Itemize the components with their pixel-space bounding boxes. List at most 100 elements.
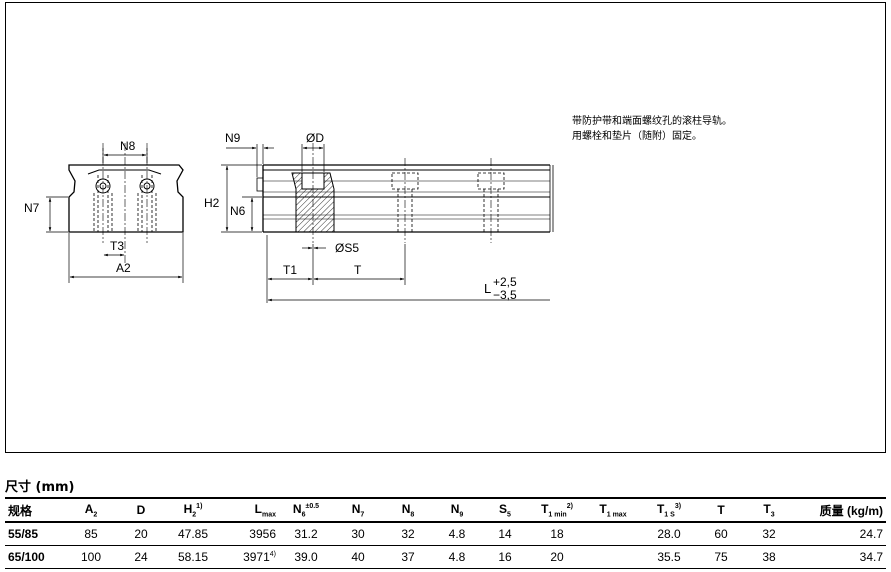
label-t3: T3 [110,239,124,253]
column-header: H21) [165,497,221,523]
table-cell [585,522,641,546]
label-t: T [354,263,362,277]
label-h2: H2 [204,196,220,210]
header-superscript: ±0.5 [305,502,320,510]
column-header-label: T [541,501,549,516]
column-header-label: S [499,501,508,516]
table-cell: 4.8 [433,522,481,546]
label-l-minus: −3,5 [493,288,517,302]
table-cell: 32 [745,522,793,546]
column-header-label: A [84,501,94,516]
table-cell: 39714) [221,545,279,569]
label-t1: T1 [283,263,297,277]
column-header: 规格 [5,497,65,523]
label-n6: N6 [230,204,246,218]
label-n8: N8 [120,139,136,153]
label-n7: N7 [24,201,40,215]
label-l: L [484,281,491,296]
table-cell: 100 [65,545,117,569]
table-cell: 18 [529,522,585,546]
label-l-plus: +2,5 [493,275,517,289]
header-superscript: 2) [566,502,573,510]
column-header-label: N [401,501,411,516]
table-cell [585,545,641,569]
label-n9: N9 [225,131,241,145]
column-header: N7 [333,497,383,523]
section-title: 尺寸 (mm) [5,480,75,495]
column-header: N9 [433,497,481,523]
header-subscript: 9 [459,511,464,519]
column-header-label: H [183,501,193,516]
column-header-label: N [292,501,302,516]
rail-description: 带防护带和端面螺纹孔的滚柱导轨。 用螺栓和垫片（随附）固定。 [572,114,732,144]
table-cell: 40 [333,545,383,569]
table-cell: 85 [65,522,117,546]
header-superscript: 3) [674,502,682,510]
table-cell: 35.5 [641,545,697,569]
description-line-1: 带防护带和端面螺纹孔的滚柱导轨。 [572,116,732,127]
column-header: T3 [745,497,793,523]
table-cell: 16 [481,545,529,569]
table-cell: 3956 [221,522,279,546]
table-cell: 58.15 [165,545,221,569]
column-header: N8 [383,497,433,523]
column-header-label: T [656,501,665,516]
column-header-label: T [599,501,607,516]
column-header-label: T [763,501,771,516]
header-subscript: 1 max [606,511,627,519]
column-header-label: N [450,501,460,516]
column-header-label: L [254,501,262,516]
table-cell: 20 [117,522,165,546]
table-cell: 32 [383,522,433,546]
header-subscript: 8 [410,511,415,519]
column-header: D [117,497,165,523]
column-header: S5 [481,497,529,523]
column-header-label: D [136,503,146,517]
table-cell: 60 [697,522,745,546]
table-cell: 75 [697,545,745,569]
table-cell: 31.2 [279,522,333,546]
description-line-2: 用螺栓和垫片（随附）固定。 [572,131,702,142]
column-header-label: T [717,503,725,517]
header-subscript: 3 [770,511,775,519]
header-subscript: 1 S [664,511,675,519]
column-header-label: N [351,501,361,516]
table-cell: 20 [529,545,585,569]
column-header-label: 规格 [8,503,33,518]
table-cell: 24.7 [793,522,886,546]
table-cell: 47.85 [165,522,221,546]
header-subscript: 2 [93,511,98,519]
cell-footnote: 4) [269,551,276,558]
header-subscript: max [261,511,276,519]
table-cell: 4.8 [433,545,481,569]
table-cell: 55/85 [5,522,65,546]
column-header: N6±0.5 [279,497,333,523]
table-cell: 24 [117,545,165,569]
rail-cross-section [46,143,184,283]
table-cell: 38 [745,545,793,569]
table-cell: 34.7 [793,545,886,569]
column-header: T1 min2) [529,497,585,523]
header-subscript: 6 [301,511,306,519]
label-os5: ØS5 [335,241,359,255]
column-header: A2 [65,497,117,523]
header-subscript: 2 [192,511,197,519]
header-superscript: 1) [196,502,203,510]
column-header: Lmax [221,497,279,523]
rail-side-view [221,143,554,303]
column-header-label: 质量 (kg/m) [819,503,883,518]
table-cell: 30 [333,522,383,546]
header-subscript: 5 [507,511,511,519]
header-subscript: 7 [360,511,365,519]
header-subscript: 1 min [548,511,567,519]
column-header: 质量 (kg/m) [793,497,886,523]
rail-drawing: N8 N7 T3 A2 [24,131,554,303]
table-cell: 65/100 [5,545,65,569]
column-header: T [697,497,745,523]
table-cell: 37 [383,545,433,569]
label-a2: A2 [116,261,131,275]
